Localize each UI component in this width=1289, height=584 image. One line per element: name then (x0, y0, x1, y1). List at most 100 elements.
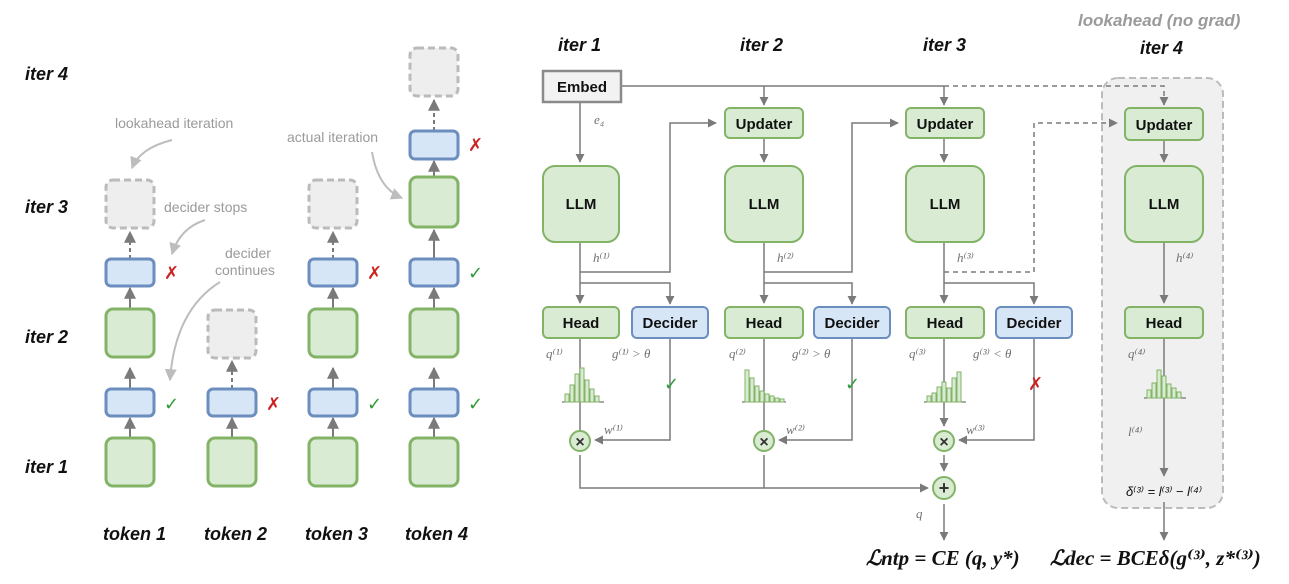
histogram-iter-4 (1144, 369, 1186, 399)
annotation-decider-stops: decider stops (164, 199, 247, 215)
cross-mark: ✗ (266, 394, 281, 414)
token-label-4: token 4 (405, 524, 468, 544)
annotation-arrow (130, 139, 173, 170)
cross-mark: ✗ (164, 263, 179, 283)
updater-block (307, 257, 359, 288)
updater-block (206, 387, 258, 418)
lookahead-title: lookahead (no grad) (1078, 11, 1241, 30)
updater-box-iter-4 (1124, 107, 1204, 141)
head-label: Head (1146, 315, 1183, 332)
llm-label: LLM (1149, 196, 1180, 213)
h-label-4: h⁽⁴⁾ (1176, 250, 1193, 265)
w-label-2: w⁽²⁾ (786, 422, 805, 437)
lookahead-block (307, 178, 359, 230)
cross-mark: ✗ (1028, 374, 1043, 394)
updater-block (408, 387, 460, 418)
llm-block (206, 436, 258, 488)
head-label: Head (927, 315, 964, 332)
check-mark: ✓ (468, 263, 483, 283)
plus-icon: + (939, 478, 950, 498)
decider-label: Decider (642, 315, 697, 332)
token-label-3: token 3 (305, 524, 368, 544)
head-label: Head (746, 315, 783, 332)
histogram-iter-3 (924, 371, 966, 403)
multiply-node-iter-1 (569, 430, 591, 452)
annotation-decider-continues-line2: continues (215, 262, 275, 278)
llm-label: LLM (930, 196, 961, 213)
head-box-iter-3 (905, 306, 985, 339)
sum-node (932, 476, 956, 500)
llm-label: LLM (566, 196, 597, 213)
decider-box-iter-1 (631, 306, 709, 339)
token-label-2: token 2 (204, 524, 267, 544)
annotation-arrow (164, 281, 221, 382)
loss-ntp: ℒntp = CE (q, y*) (866, 546, 1020, 570)
llm-block (408, 436, 460, 488)
left-panel: iter 4 iter 3 iter 2 iter 1 ✓ ✗ ✗ (25, 46, 483, 544)
check-mark: ✓ (468, 394, 483, 414)
token-2-column: ✗ (206, 308, 281, 488)
w-label-3: w⁽³⁾ (966, 422, 985, 437)
multiply-icon: × (759, 434, 768, 451)
q-label-1: q⁽¹⁾ (546, 346, 563, 361)
llm-box-iter-1 (542, 165, 620, 243)
h-label-1: h⁽¹⁾ (593, 250, 610, 265)
updater-box-iter-3 (905, 107, 985, 139)
loss-dec: ℒdec = BCEδ(g⁽³⁾, z*⁽³⁾) (1050, 546, 1261, 570)
check-mark: ✓ (367, 394, 382, 414)
llm-box-iter-4 (1124, 165, 1204, 243)
check-mark: ✓ (164, 394, 179, 414)
annotation-arrow (371, 151, 404, 200)
iter-label-1: iter 1 (558, 35, 601, 55)
row-label-iter-2: iter 2 (25, 327, 68, 347)
annotation-decider-continues-line1: decider (225, 245, 271, 261)
multiply-node-iter-2 (753, 430, 775, 452)
row-label-iter-4: iter 4 (25, 64, 68, 84)
decider-label: Decider (824, 315, 879, 332)
lookahead-block (104, 178, 156, 230)
l-label-4: l⁽⁴⁾ (1128, 424, 1143, 439)
embed-label: Embed (557, 79, 607, 96)
updater-block (307, 387, 359, 418)
right-panel: lookahead (no grad) iter 1 iter 2 iter 3… (541, 11, 1261, 570)
updater-box-iter-2 (724, 107, 804, 139)
llm-block (408, 175, 460, 229)
row-label-iter-1: iter 1 (25, 457, 68, 477)
q-label-2: q⁽²⁾ (729, 346, 746, 361)
updater-label: Updater (917, 116, 974, 133)
llm-label: LLM (749, 196, 780, 213)
q-label-3: q⁽³⁾ (909, 346, 926, 361)
updater-block (408, 129, 460, 161)
llm-block (104, 307, 156, 359)
multiply-icon: × (575, 434, 584, 451)
lookahead-block (206, 308, 258, 360)
lookahead-block (408, 46, 460, 98)
cross-mark: ✗ (367, 263, 382, 283)
check-mark: ✓ (845, 374, 860, 394)
lookahead-region (1101, 77, 1224, 509)
llm-block (307, 307, 359, 359)
g-condition-1: g⁽¹⁾ > θ (612, 346, 651, 361)
multiply-icon: × (939, 434, 948, 451)
g-condition-2: g⁽²⁾ > θ (792, 346, 831, 361)
llm-box-iter-2 (724, 165, 804, 243)
annotation-actual-iteration: actual iteration (287, 129, 378, 145)
updater-label: Updater (736, 116, 793, 133)
token-4-column: ✓ ✓ ✗ (408, 46, 483, 488)
h-label-2: h⁽²⁾ (777, 250, 794, 265)
h-label-3: h⁽³⁾ (957, 250, 974, 265)
cross-mark: ✗ (468, 135, 483, 155)
decider-box-iter-3 (995, 306, 1073, 339)
llm-block (104, 436, 156, 488)
token-3-column: ✓ ✗ (307, 178, 382, 488)
updater-block (104, 387, 156, 418)
iter-label-2: iter 2 (740, 35, 783, 55)
g-condition-3: g⁽³⁾ < θ (973, 346, 1012, 361)
annotation-arrow (169, 219, 206, 256)
head-label: Head (563, 315, 600, 332)
updater-label: Updater (1136, 117, 1193, 134)
iter-label-4: iter 4 (1140, 38, 1183, 58)
token-1-column: ✓ ✗ (104, 178, 179, 488)
q-label-4: q⁽⁴⁾ (1128, 346, 1145, 361)
